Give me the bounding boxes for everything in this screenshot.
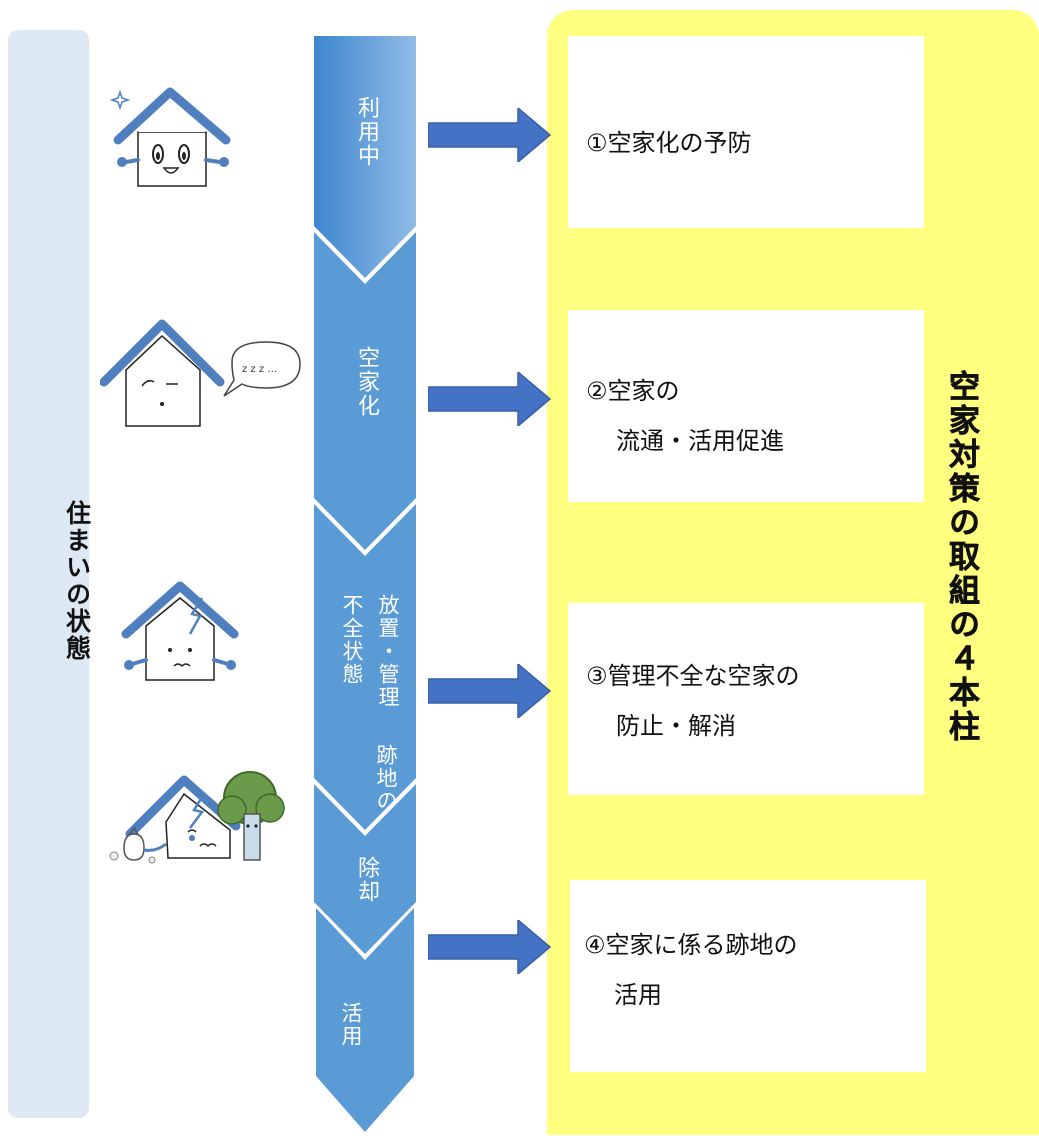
measure-4-line1: ④空家に係る跡地の [584, 931, 798, 959]
sleeping-house-icon [100, 319, 301, 427]
measure-3-line2: 防止・解消 [616, 712, 736, 740]
pillars-title: 空家対策の取組の４本柱 [943, 370, 980, 745]
happy-house-icon [109, 87, 231, 187]
measure-box-2: ②空家の 流通・活用促進 [568, 310, 924, 502]
stage-1-label: 利用中 [354, 96, 379, 168]
measure-3-line1: ③管理不全な空家の [586, 662, 800, 690]
abandoned-house-icon [109, 771, 285, 864]
measure-box-4: ④空家に係る跡地の 活用 [570, 880, 926, 1072]
stage-4-shape [314, 784, 416, 954]
stage-3-label-col2: 不全状態 [340, 594, 364, 686]
cracked-house-icon [121, 581, 239, 681]
bubble-text: z z z … [242, 364, 278, 375]
measure-2-line1: ②空家の [586, 377, 680, 405]
stage-5-label-col2: 活用 [339, 1002, 363, 1048]
status-bar: 住まいの状態 [8, 30, 92, 1118]
measure-2-line2: 流通・活用促進 [616, 427, 784, 455]
stage-chevron-column [314, 36, 416, 1132]
stage-5-label-col1: 跡地の [374, 744, 398, 813]
measure-box-3: ③管理不全な空家の 防止・解消 [568, 603, 924, 795]
measure-box-1: ①空家化の予防 [568, 36, 924, 228]
stage-3-shape [314, 504, 416, 830]
stage-2-shape [314, 232, 416, 550]
stage-1-shape [314, 36, 416, 278]
status-bar-label: 住まいの状態 [62, 500, 92, 662]
stage-5-shape [316, 908, 414, 1132]
arrow-4-icon [428, 920, 552, 974]
arrow-3-icon [428, 664, 552, 718]
stage-2-label: 空家化 [354, 346, 379, 418]
measure-1-text: ①空家化の予防 [586, 129, 752, 157]
arrow-2-icon [428, 372, 552, 426]
measure-4-line2: 活用 [614, 981, 662, 1009]
stage-4-label: 除却 [354, 856, 379, 904]
arrow-1-icon [428, 108, 552, 162]
stage-3-label-col1: 放置・管理 [376, 594, 400, 709]
